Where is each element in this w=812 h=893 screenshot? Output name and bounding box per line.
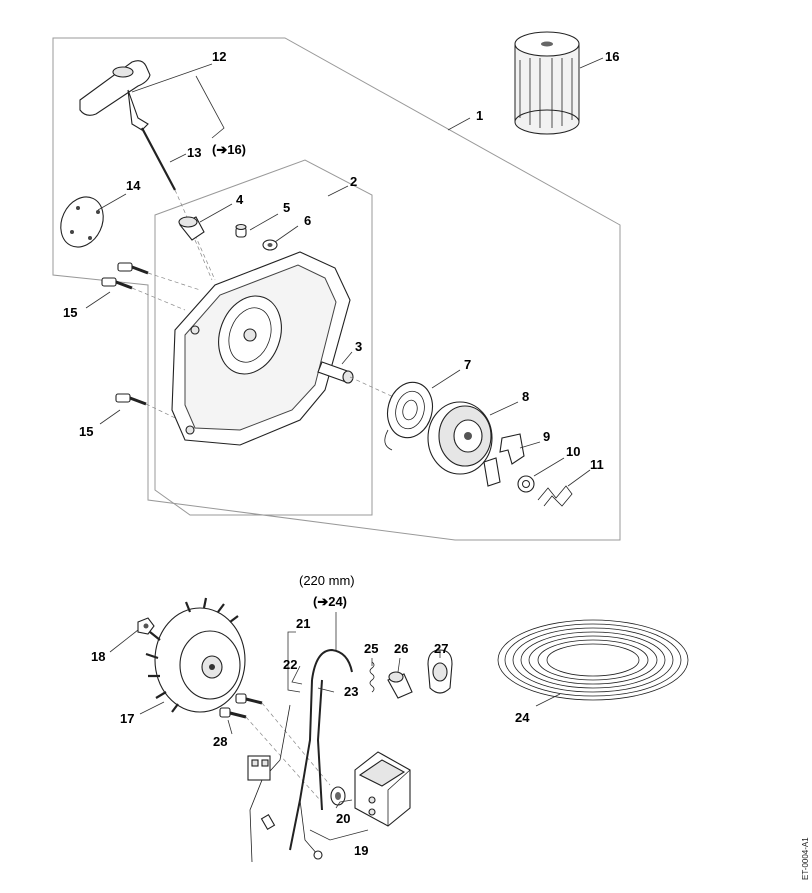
part-label-2: 2 — [350, 174, 357, 189]
part-label-5: 5 — [283, 200, 290, 215]
part-label-20: 20 — [336, 811, 350, 826]
rewind-spring-icon — [384, 381, 434, 451]
starter-grip-icon — [79, 60, 151, 131]
connector-icon — [247, 755, 323, 860]
grommet-icon — [330, 786, 346, 806]
part-label-23: 23 — [344, 684, 358, 699]
starter-rope-icon — [141, 127, 176, 191]
part-label-24: 24 — [515, 710, 530, 725]
ignition-module-icon — [354, 751, 411, 827]
part-label-10: 10 — [566, 444, 580, 459]
spacer-sleeve-icon — [235, 223, 247, 238]
guide-bush-icon — [178, 216, 205, 241]
reference-note-12-13: (➔16) — [212, 142, 246, 157]
part-label-21: 21 — [296, 616, 310, 631]
part-label-19: 19 — [354, 843, 368, 858]
part-label-22: 22 — [283, 657, 297, 672]
reference-note-21: (➔24) — [313, 594, 347, 609]
part-label-9: 9 — [543, 429, 550, 444]
part-label-15b: 15 — [79, 424, 93, 439]
assembly-frame-2 — [154, 159, 373, 516]
part-label-17: 17 — [120, 711, 134, 726]
part-label-27: 27 — [434, 641, 448, 656]
washer-icon — [262, 239, 278, 251]
spark-plug-boot-icon — [387, 671, 413, 699]
screw-icon — [101, 262, 149, 406]
nut-icon — [137, 617, 155, 635]
leader-lines — [85, 57, 604, 841]
part-label-26: 26 — [394, 641, 408, 656]
part-label-16: 16 — [605, 49, 619, 64]
part-label-4: 4 — [236, 192, 244, 207]
part-label-8: 8 — [522, 389, 529, 404]
flywheel-icon — [145, 597, 246, 713]
short-circuit-wire-icon — [249, 704, 319, 863]
ignition-lead-icon — [289, 648, 353, 851]
part-label-14: 14 — [126, 178, 141, 193]
part-label-15a: 15 — [63, 305, 77, 320]
part-label-7: 7 — [464, 357, 471, 372]
rope-spool-icon — [514, 31, 580, 135]
wire-length-note: (220 mm) — [299, 573, 355, 588]
rope-rotor-icon — [427, 401, 493, 475]
screw-28-icon — [219, 693, 263, 719]
part-label-28: 28 — [213, 734, 227, 749]
part-label-6: 6 — [304, 213, 311, 228]
wire-coil-icon — [497, 619, 689, 701]
spring-25-icon — [369, 661, 375, 693]
part-label-3: 3 — [355, 339, 362, 354]
pawl-icon — [483, 433, 525, 487]
part-label-1: 1 — [476, 108, 483, 123]
part-label-25: 25 — [364, 641, 378, 656]
gasket-disc-icon — [60, 196, 104, 248]
pin-icon — [317, 361, 354, 384]
fan-housing-icon — [171, 251, 351, 446]
part-label-11: 11 — [590, 457, 604, 472]
spark-plug-cap-icon — [427, 649, 453, 694]
spring-clip-icon — [537, 485, 573, 507]
part-label-18: 18 — [91, 649, 105, 664]
part-label-12: 12 — [212, 49, 226, 64]
assembly-frame-1 — [52, 37, 621, 541]
drawing-code: ET-0004-A1 — [801, 837, 810, 880]
part-label-13: 13 — [187, 145, 201, 160]
washer-10-icon — [517, 475, 535, 493]
